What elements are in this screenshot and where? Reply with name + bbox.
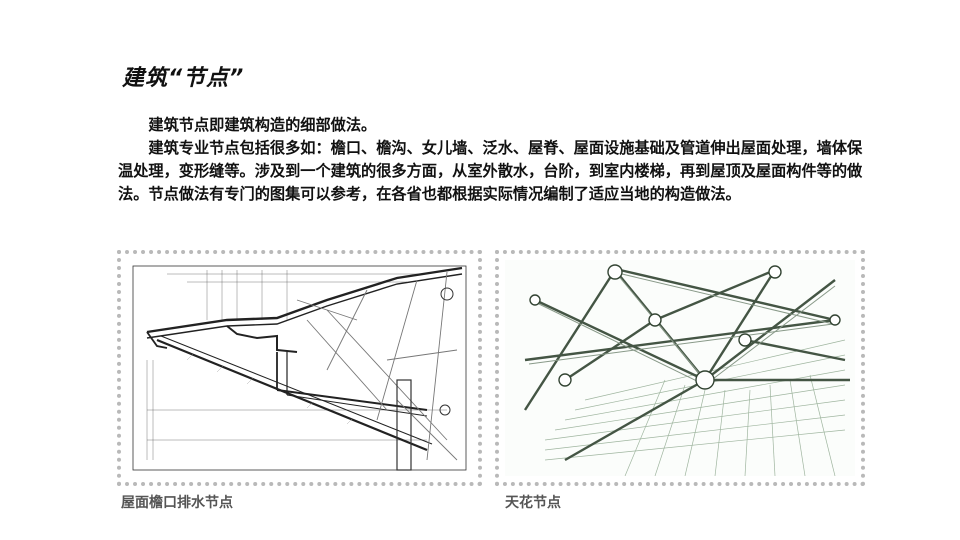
ceiling-truss-drawing-icon bbox=[505, 260, 855, 476]
caption-eave-drainage: 屋面檐口排水节点 bbox=[121, 495, 233, 511]
caption-ceiling: 天花节点 bbox=[505, 495, 561, 511]
paragraph-definition: 建筑节点即建筑构造的细部做法。 bbox=[148, 116, 377, 134]
figure-ceiling-truss bbox=[495, 250, 865, 486]
body-text: 建筑节点即建筑构造的细部做法。 建筑专业节点包括很多如：檐口、檐沟、女儿墙、泛水… bbox=[118, 114, 870, 206]
paragraph-details: 建筑专业节点包括很多如：檐口、檐沟、女儿墙、泛水、屋脊、屋面设施基础及管道伸出屋… bbox=[118, 139, 863, 203]
slide-title: 建筑“节点” bbox=[122, 66, 245, 91]
eave-drainage-drawing-icon bbox=[127, 260, 472, 476]
figure-eave-drainage bbox=[117, 250, 482, 486]
